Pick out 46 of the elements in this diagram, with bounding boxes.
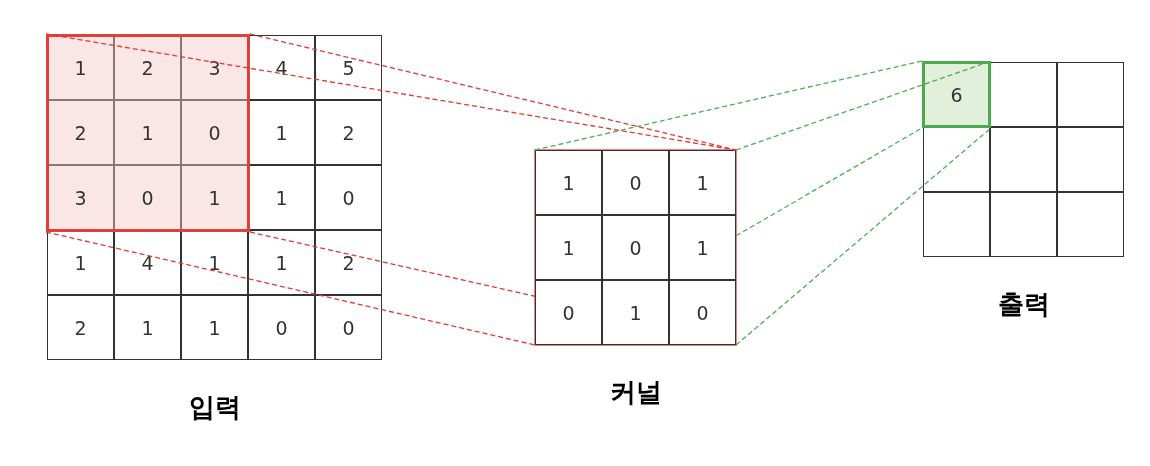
cell-number: 0 xyxy=(275,316,288,339)
dashed-line xyxy=(249,33,737,151)
cell-number: 1 xyxy=(208,316,221,339)
cell-number: 1 xyxy=(275,251,288,274)
dashed-line xyxy=(249,231,536,297)
cell-number: 1 xyxy=(562,236,575,259)
cell-number: 0 xyxy=(629,236,642,259)
dashed-line xyxy=(735,127,923,237)
dashed-line xyxy=(735,60,992,151)
cell-number: 2 xyxy=(141,56,154,79)
cell-number: 2 xyxy=(74,121,87,144)
cell-number: 4 xyxy=(275,56,288,79)
cell-number: 0 xyxy=(629,171,642,194)
cell-number: 0 xyxy=(342,186,355,209)
cell-number: 0 xyxy=(562,301,575,324)
cell-number: 1 xyxy=(696,236,709,259)
cell-number: 4 xyxy=(141,251,154,274)
grid-label: 출력 xyxy=(997,288,1050,321)
highlight-window xyxy=(46,34,250,232)
cell-number: 2 xyxy=(342,251,355,274)
cell-number: 1 xyxy=(74,251,87,274)
cell-number: 3 xyxy=(208,56,221,79)
cell-number: 6 xyxy=(950,83,963,106)
cell-number: 1 xyxy=(208,251,221,274)
cell-number: 0 xyxy=(696,301,709,324)
dashed-line xyxy=(534,60,923,151)
cell-number: 3 xyxy=(74,186,87,209)
cell-number: 2 xyxy=(74,316,87,339)
cell-number: 1 xyxy=(275,186,288,209)
highlight-cell xyxy=(922,61,991,128)
cell-number: 1 xyxy=(208,186,221,209)
cell-number: 1 xyxy=(629,301,642,324)
dashed-line xyxy=(45,231,536,346)
cell-number: 2 xyxy=(342,121,355,144)
cell-number: 0 xyxy=(208,121,221,144)
cell-number: 1 xyxy=(275,121,288,144)
cell-number: 1 xyxy=(141,316,154,339)
grid-label: 입력 xyxy=(188,391,241,424)
grid-label: 커널 xyxy=(609,376,662,409)
cell-number: 1 xyxy=(141,121,154,144)
cell-number: 1 xyxy=(74,56,87,79)
cell-number: 0 xyxy=(342,316,355,339)
cell-number: 0 xyxy=(141,186,154,209)
cell-number: 1 xyxy=(562,171,575,194)
cell-number: 5 xyxy=(342,56,355,79)
cell-number: 1 xyxy=(696,171,709,194)
